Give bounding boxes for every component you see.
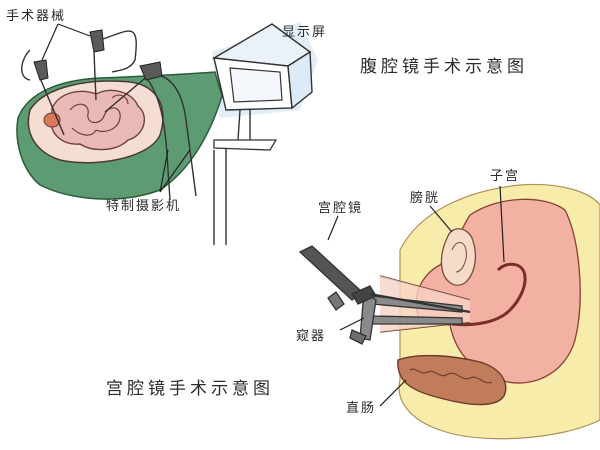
- label-uterus: 子宫: [490, 169, 520, 184]
- label-bladder: 膀胱: [410, 190, 440, 206]
- lower-leader-lines: [327, 185, 505, 407]
- bladder: [440, 228, 477, 286]
- label-instruments: 手术器械: [6, 9, 66, 24]
- instrument-handle-left: [33, 59, 49, 81]
- label-rectum: 直肠: [346, 401, 376, 416]
- rectum-folds: [409, 368, 493, 384]
- label-camera: 特制摄影机: [106, 199, 181, 214]
- instrument-handle-center: [89, 29, 105, 53]
- speculum: [349, 290, 463, 345]
- camera-head: [139, 61, 163, 81]
- upper-title: 腹腔镜手术示意图: [360, 57, 528, 77]
- intestine-loops: [69, 94, 129, 136]
- bladder-wall: [451, 242, 467, 273]
- label-hysteroscope: 宫腔镜: [318, 201, 363, 216]
- laparoscopy-illustration: 手术器械 显示屏 特制摄影机 腹腔镜手术示意图: [6, 9, 528, 245]
- hysteroscopy-illustration: 宫腔镜 膀胱 子宫 窥器 直肠 宫腔镜手术示意图: [106, 169, 600, 440]
- label-monitor: 显示屏: [282, 25, 327, 40]
- label-speculum: 窥器: [296, 328, 326, 344]
- hysteroscope: [298, 245, 471, 314]
- uterine-cavity: [451, 262, 527, 327]
- rectum: [397, 354, 507, 406]
- monitor: [211, 23, 313, 245]
- lower-title: 宫腔镜手术示意图: [106, 379, 274, 399]
